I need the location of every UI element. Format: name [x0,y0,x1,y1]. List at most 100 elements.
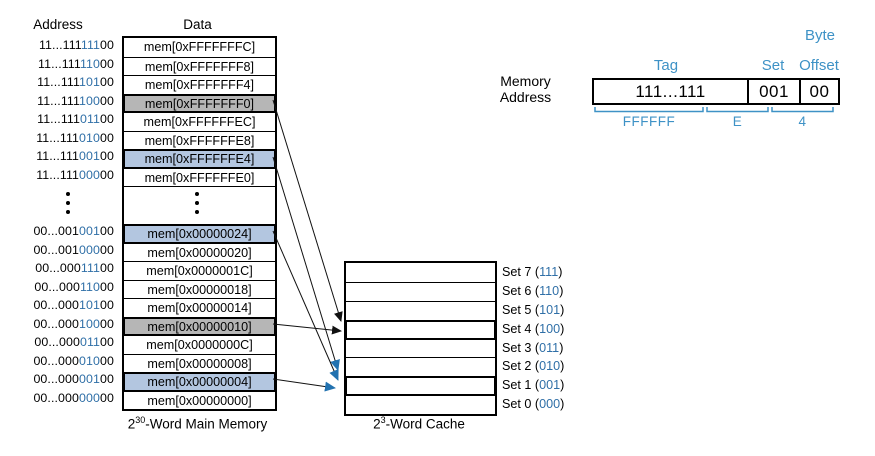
mapping-arrow-00000004-to-set1 [272,378,336,392]
main-memory-table: mem[0xFFFFFFFC] mem[0xFFFFFFF8] mem[0xFF… [122,36,277,411]
set-bits: 011 [79,112,101,126]
cache-set-row [346,281,495,301]
memory-address: 00...00100000 [33,242,114,257]
tag-field-label: Tag [653,57,679,74]
memory-cell-highlight-gray: mem[0xFFFFFFF0] [124,93,275,112]
memory-cell-highlight-gray: mem[0x00000010] [124,316,275,335]
memory-address: 00...00010000 [33,316,114,331]
memory-address-box: 111 ... 111 001 00 [592,78,840,105]
set-index-bits: 011 [539,340,560,355]
memory-address: 00...00000100 [33,372,114,386]
set-label: Set 0 (000) [502,397,565,412]
hex-tag-value: FFFFFF [622,114,676,129]
memory-cell: mem[0xFFFFFFEC] [124,112,275,131]
set-field-label: Set [761,57,785,74]
cache-set-row [346,263,495,282]
set-label: Set 4 (100) [502,321,565,336]
memory-address: 11...11110100 [37,75,114,89]
set-bits: 110 [79,56,101,71]
cache-table [344,261,497,417]
memory-cell-highlight-blue: mem[0xFFFFFFE4] [124,149,275,168]
memory-address: 00...00010100 [33,298,114,312]
set-bits: 001 [79,372,101,386]
memory-cell: mem[0x00000018] [124,279,275,298]
main-memory-caption: 230-Word Main Memory [127,415,268,432]
memory-address: 11...11101000 [36,130,114,145]
hex-set-value: E [732,114,743,129]
memory-address: 00...00011000 [34,279,114,294]
set-label: Set 1 (001) [502,378,565,393]
address-column-header: Address [33,17,83,32]
byte-field-label: Byte [804,27,835,44]
offset-field-label: Offset [799,57,839,74]
hex-offset-value: 4 [798,114,807,129]
memory-cell: mem[0xFFFFFFFC] [124,38,275,57]
set-bits: 010 [79,130,101,145]
set-index-bits: 110 [539,283,560,298]
set-bits: 110 [79,279,101,294]
memory-cell: mem[0x00000014] [124,298,275,317]
address-ellipsis-gap [0,184,114,222]
cache-set-row [346,357,495,377]
mapping-arrow-00000010-to-set4 [272,323,342,335]
memory-address: 00...00011100 [35,261,114,275]
set-index-bits: 101 [539,302,561,317]
hex-bracket-set [706,107,769,113]
set-index-bits: 010 [539,359,561,374]
set-bits: 010 [79,353,101,368]
set-bits: 001 [79,149,101,163]
mapping-arrow-ffffffe4-to-set1 [272,156,340,371]
memory-address: 00...00001100 [34,335,114,349]
set-label: Set 5 (101) [502,302,565,317]
set-index-bits: 001 [539,378,561,393]
memory-address: 00...00100100 [33,224,114,238]
address-ellipsis-icon [66,192,70,214]
set-bits: 011 [79,335,101,349]
cache-set-row-highlight-blue [346,376,495,396]
memory-cell: mem[0x00000008] [124,353,275,372]
cache-set-row-highlight-gray [346,319,495,339]
tag-field-cell: 111 ... 111 [635,81,706,101]
mapping-arrow-00000024-to-set1 [272,230,339,381]
cache-set-row [346,300,495,320]
memory-cell-highlight-blue: mem[0x00000024] [124,224,275,243]
set-label: Set 7 (111) [502,265,563,279]
set-bits: 000 [79,167,101,182]
offset-field-cell: 00 [809,81,830,101]
memory-cell: mem[0x0000001C] [124,261,275,280]
memory-address: 00...00000000 [33,390,114,405]
memory-address: 11...11100000 [36,167,114,182]
set-bits: 100 [79,93,101,108]
hex-bracket-offset [771,107,834,113]
set-label: Set 6 (110) [502,283,564,298]
memory-address-label: Memory Address [499,73,552,105]
memory-address: 00...00001000 [33,353,114,368]
set-bits: 000 [79,242,101,257]
memory-cell: mem[0xFFFFFFF4] [124,75,275,94]
data-column-header: Data [183,17,212,32]
memory-address: 11...11101100 [37,112,114,126]
set-bits: 001 [79,224,101,238]
memory-cell: mem[0xFFFFFFE8] [124,130,275,149]
set-bits: 101 [79,298,101,312]
set-index-bits: 111 [539,265,559,279]
set-label: Set 2 (010) [502,359,565,374]
memory-address-column: 11...11111100 11...11111000 11...1111010… [0,36,114,407]
mapping-arrow-ffff fff0-to-set4 [272,99,343,322]
hex-bracket-tag [594,107,704,113]
memory-cell: mem[0x0000000C] [124,335,275,354]
cache-set-row [346,395,495,415]
memory-ellipsis-gap [124,186,275,224]
set-bits: 101 [79,75,101,89]
set-index-bits: 000 [539,397,561,412]
cache-caption: 23-Word Cache [373,415,465,432]
memory-cell: mem[0xFFFFFFE0] [124,167,275,186]
memory-cell: mem[0xFFFFFFF8] [124,56,275,75]
set-label: Set 3 (011) [502,340,564,355]
cache-set-labels: Set 7 (111) Set 6 (110) Set 5 (101) Set … [502,263,564,414]
memory-address: 11...11110000 [37,93,114,108]
memory-cell: mem[0x00000000] [124,390,275,409]
set-field-cell: 001 [747,80,801,103]
memory-cell-highlight-blue: mem[0x00000004] [124,372,275,391]
